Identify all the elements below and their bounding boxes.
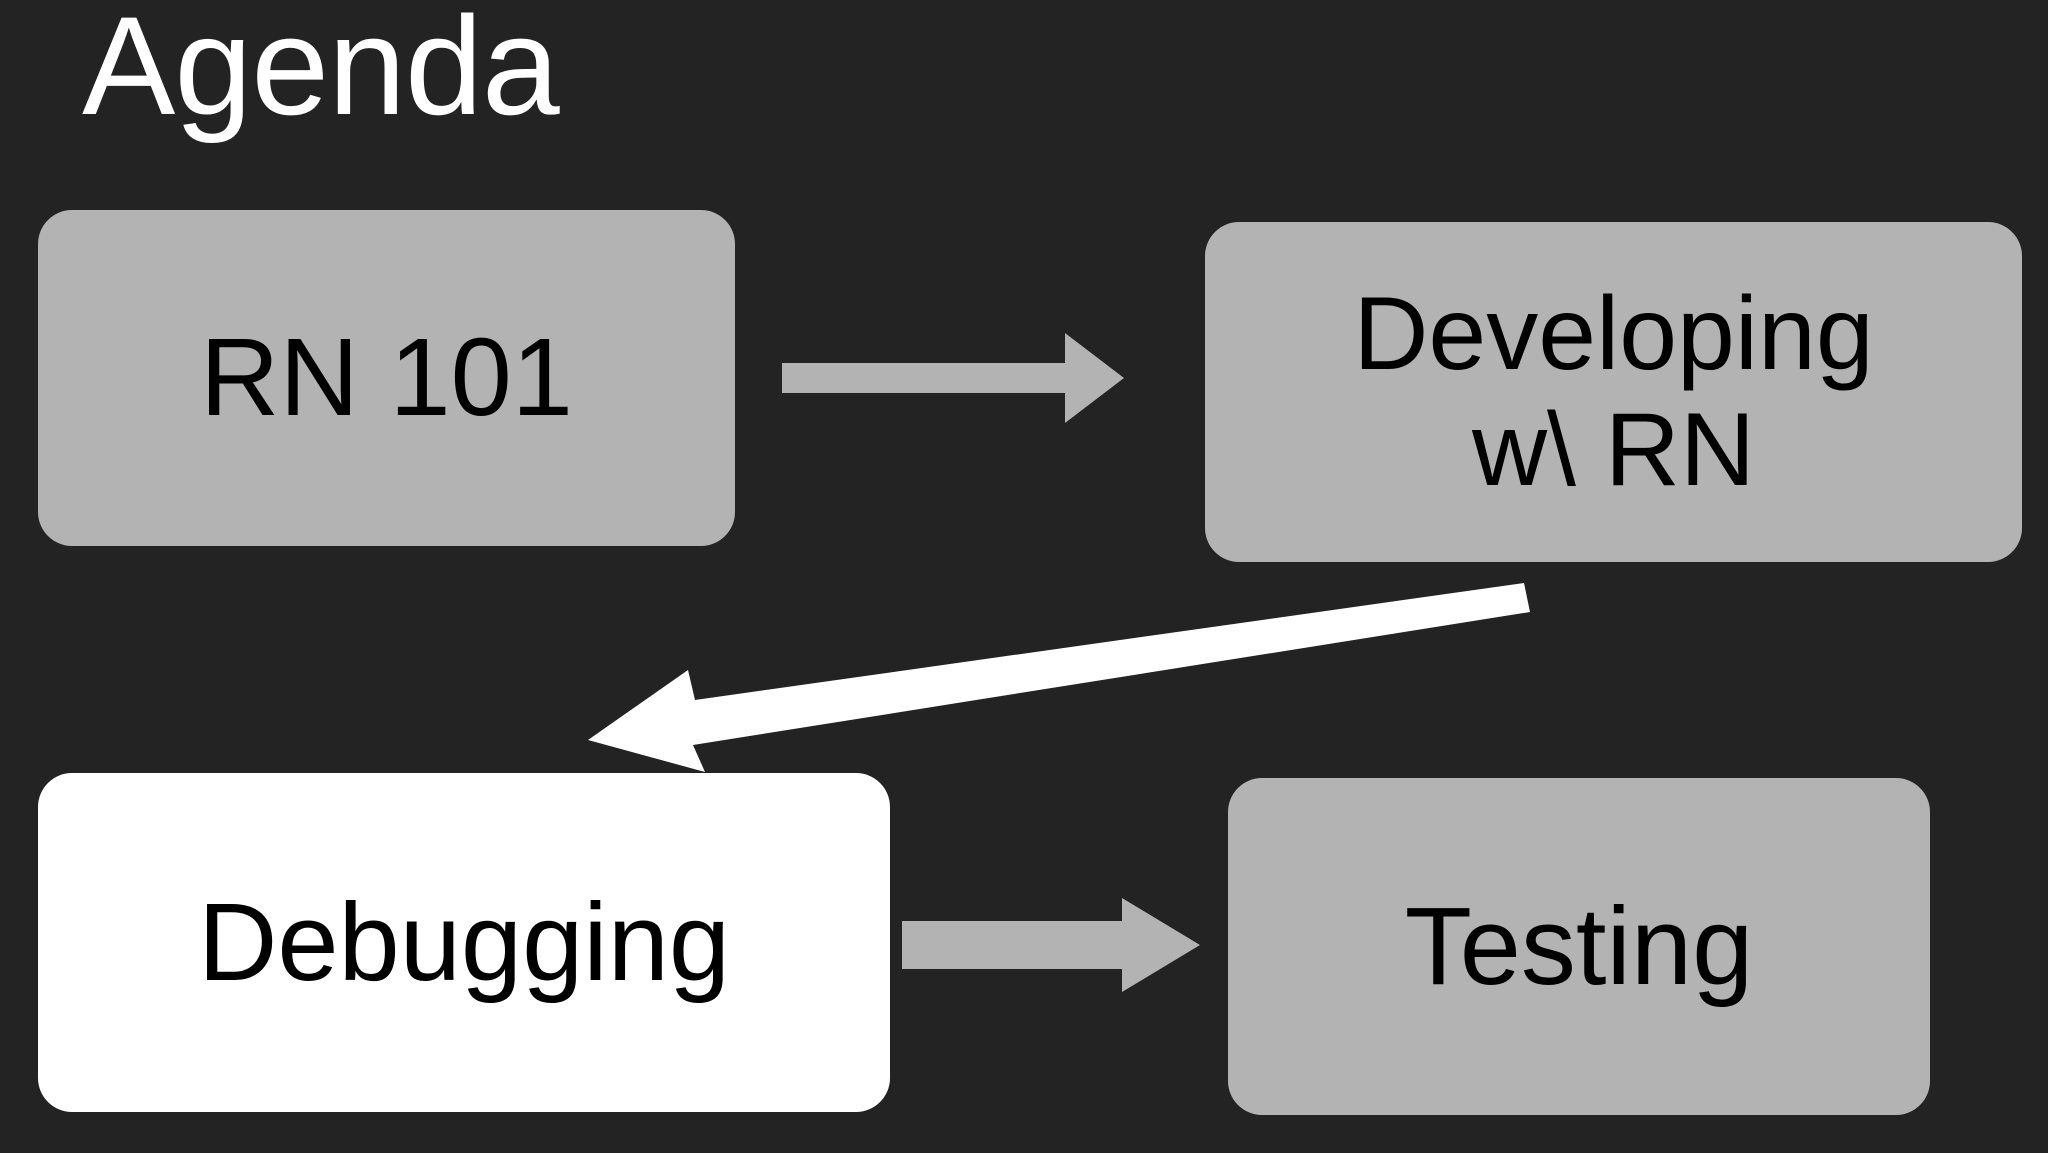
page-title: Agenda [82, 0, 560, 144]
arrow-rn101-to-developing-icon [782, 333, 1124, 423]
flow-box-rn101-label: RN 101 [200, 316, 573, 440]
flow-box-testing[interactable]: Testing [1228, 778, 1930, 1115]
flow-box-testing-label: Testing [1404, 884, 1754, 1008]
arrow-debugging-to-testing-icon [902, 898, 1200, 992]
flow-box-developing-label: Developing w\ RN [1353, 275, 1874, 508]
flow-box-debugging-label: Debugging [197, 880, 731, 1004]
arrow-developing-to-debugging-icon [588, 583, 1530, 772]
flow-box-rn101[interactable]: RN 101 [38, 210, 735, 546]
flow-box-developing[interactable]: Developing w\ RN [1205, 222, 2022, 562]
flow-box-debugging[interactable]: Debugging [38, 773, 890, 1112]
